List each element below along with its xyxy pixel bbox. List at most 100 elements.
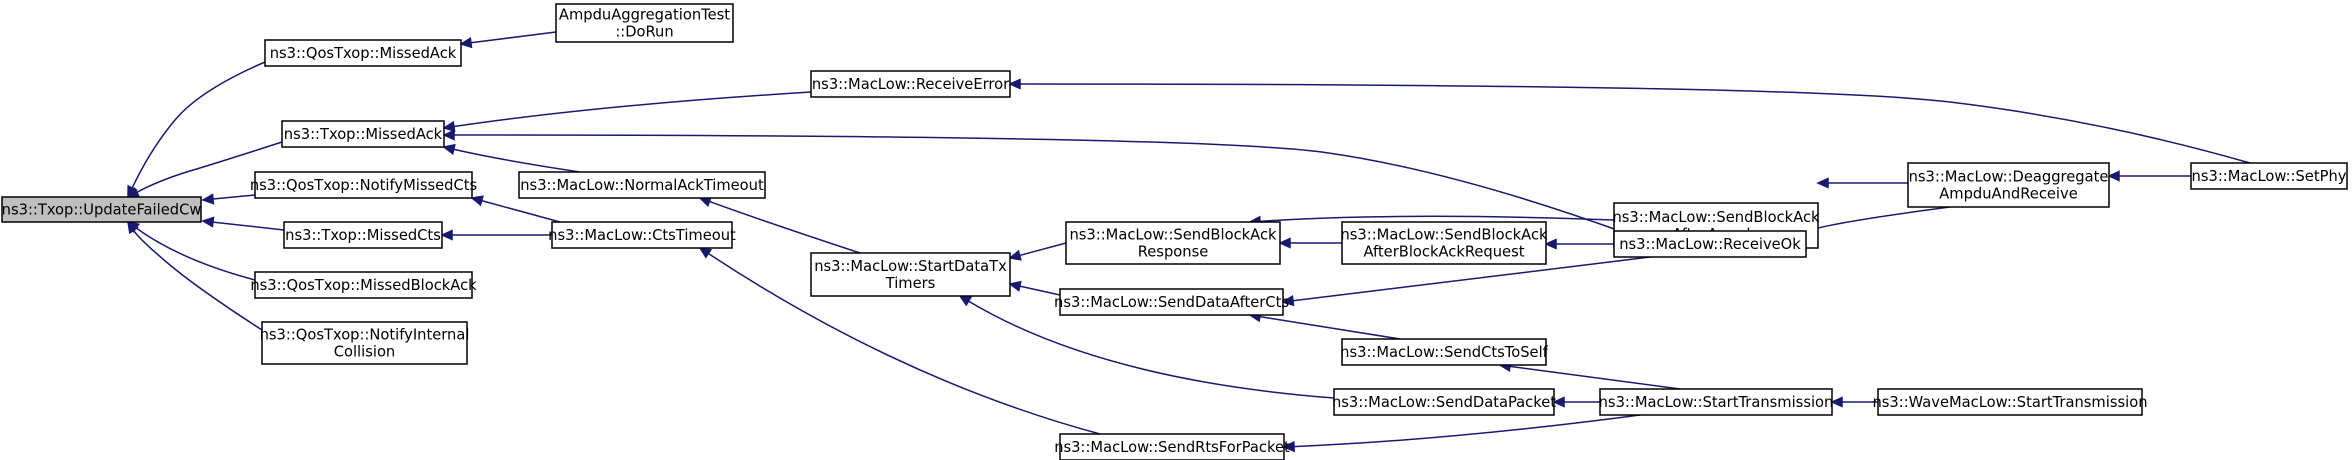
function-node-box[interactable]	[810, 70, 1011, 98]
call-edge	[1008, 78, 2251, 164]
call-edge	[201, 193, 256, 205]
function-node-label: ns3::MacLow::SendDataPacket	[1332, 394, 1556, 411]
function-node-txop-missed-cts[interactable]: ns3::Txop::MissedCts	[283, 221, 443, 249]
call-edge	[127, 61, 266, 199]
function-node-qostxop-missed-ack[interactable]: ns3::QosTxop::MissedAck	[264, 39, 462, 67]
function-node-box[interactable]	[1613, 230, 1807, 258]
arrowhead-icon	[698, 246, 713, 259]
arrowhead-icon	[459, 37, 473, 49]
arrowhead-icon	[2107, 170, 2120, 182]
function-node-box[interactable]	[1, 196, 202, 223]
function-node-label: ::DoRun	[615, 24, 673, 41]
function-node-maclow-receive-error[interactable]: ns3::MacLow::ReceiveError	[810, 70, 1011, 98]
call-edge-line	[131, 61, 266, 189]
function-node-qostxop-missed-block-ack[interactable]: ns3::QosTxop::MissedBlockAck	[250, 271, 477, 299]
function-node-label: ns3::WaveMacLow::StartTransmission	[1872, 394, 2147, 411]
call-edge	[442, 129, 1621, 232]
function-node-maclow-send-cts-to-self[interactable]: ns3::MacLow::SendCtsToSelf	[1340, 338, 1549, 366]
function-node-maclow-send-rts-for-packet[interactable]: ns3::MacLow::SendRtsForPacket	[1054, 433, 1290, 460]
call-edge-line	[136, 141, 283, 193]
function-node-box[interactable]	[264, 39, 462, 67]
function-node-box[interactable]	[555, 3, 734, 43]
function-node-box[interactable]	[1059, 288, 1284, 316]
call-edge-line	[1019, 285, 1061, 296]
function-node-qostxop-notify-missed-cts[interactable]: ns3::QosTxop::NotifyMissedCts	[250, 171, 477, 199]
function-node-ampdu-test-dorun[interactable]: AmpduAggregationTest::DoRun	[555, 3, 734, 43]
function-node-maclow-normal-ack-timeout[interactable]: ns3::MacLow::NormalAckTimeout	[518, 171, 766, 199]
arrowhead-icon	[1816, 177, 1829, 189]
function-node-box[interactable]	[1341, 338, 1547, 366]
function-node-label: ns3::Txop::UpdateFailedCw	[2, 202, 202, 219]
function-node-maclow-send-data-packet[interactable]: ns3::MacLow::SendDataPacket	[1332, 388, 1556, 416]
function-node-maclow-cts-timeout[interactable]: ns3::MacLow::CtsTimeout	[548, 221, 736, 249]
arrowhead-icon	[1552, 396, 1565, 408]
function-node-maclow-start-transmission[interactable]: ns3::MacLow::StartTransmission	[1599, 388, 1834, 416]
function-node-box[interactable]	[1333, 388, 1555, 416]
function-node-box[interactable]	[2190, 162, 2348, 190]
call-edge	[126, 220, 256, 281]
call-edge-line	[453, 91, 812, 128]
function-node-label: Collision	[334, 344, 396, 361]
function-node-label: ns3::QosTxop::MissedBlockAck	[250, 277, 477, 294]
call-edge-line	[1815, 206, 1951, 230]
arrowhead-icon	[958, 295, 973, 307]
function-node-box[interactable]	[1065, 221, 1281, 265]
call-edge	[1008, 242, 1067, 261]
function-node-box[interactable]	[1877, 388, 2143, 416]
call-edge	[1552, 396, 1600, 408]
function-node-label: ns3::MacLow::SendCtsToSelf	[1340, 344, 1549, 361]
function-node-box[interactable]	[810, 252, 1011, 297]
function-node-box[interactable]	[283, 221, 443, 249]
function-node-label: AmpduAggregationTest	[559, 7, 730, 24]
function-node-label: Timers	[885, 275, 936, 292]
function-node-maclow-set-phy[interactable]: ns3::MacLow::SetPhy	[2190, 162, 2348, 190]
arrowhead-icon	[1008, 249, 1022, 261]
function-node-box[interactable]	[281, 120, 445, 148]
call-edge	[2107, 170, 2191, 182]
call-edge	[1804, 206, 1951, 234]
function-node-box[interactable]	[254, 271, 473, 299]
call-edge	[470, 195, 561, 223]
function-node-maclow-send-block-ack-after-bar[interactable]: ns3::MacLow::SendBlockAckAfterBlockAckRe…	[1340, 221, 1548, 265]
function-node-box[interactable]	[1907, 162, 2110, 208]
call-edge-line	[1293, 414, 1641, 448]
function-node-box[interactable]	[518, 171, 766, 199]
function-node-box[interactable]	[1341, 221, 1547, 265]
call-edge	[459, 31, 557, 49]
function-node-label: ns3::MacLow::ReceiveError	[812, 76, 1010, 93]
function-node-box[interactable]	[261, 321, 468, 365]
call-edge	[698, 246, 1101, 435]
call-edge-line	[707, 252, 1101, 435]
function-node-label: ns3::QosTxop::NotifyInternal	[260, 327, 470, 344]
function-node-wavemaclow-start-transmission[interactable]: ns3::WaveMacLow::StartTransmission	[1872, 388, 2148, 416]
function-node-box[interactable]	[254, 171, 473, 199]
call-edge	[1830, 396, 1878, 408]
call-edge	[126, 220, 263, 331]
call-edge-line	[1019, 242, 1067, 257]
function-node-maclow-receive-ok[interactable]: ns3::MacLow::ReceiveOk	[1613, 230, 1807, 258]
call-edge	[1248, 311, 1401, 340]
arrowhead-icon	[1282, 440, 1295, 453]
function-node-box[interactable]	[1599, 388, 1833, 416]
function-node-label: ns3::MacLow::NormalAckTimeout	[520, 177, 764, 194]
call-edge-line	[481, 199, 561, 223]
function-node-label: ns3::MacLow::SendBlockAck	[1069, 227, 1277, 244]
function-node-label: ns3::MacLow::SendRtsForPacket	[1054, 439, 1290, 456]
call-edge-line	[1509, 365, 1681, 390]
call-edge	[201, 216, 285, 231]
function-node-box[interactable]	[1059, 433, 1285, 460]
function-node-box[interactable]	[551, 221, 733, 249]
arrowhead-icon	[442, 129, 455, 141]
function-node-maclow-send-data-after-cts[interactable]: ns3::MacLow::SendDataAfterCts	[1054, 288, 1289, 316]
call-graph-edges	[126, 31, 2251, 453]
arrowhead-icon	[201, 216, 215, 228]
function-node-update-failed-cw[interactable]: ns3::Txop::UpdateFailedCw	[1, 196, 202, 223]
call-edge-line	[212, 221, 285, 231]
call-edge-line	[1259, 215, 1615, 223]
function-node-txop-missed-ack[interactable]: ns3::Txop::MissedAck	[281, 120, 445, 148]
